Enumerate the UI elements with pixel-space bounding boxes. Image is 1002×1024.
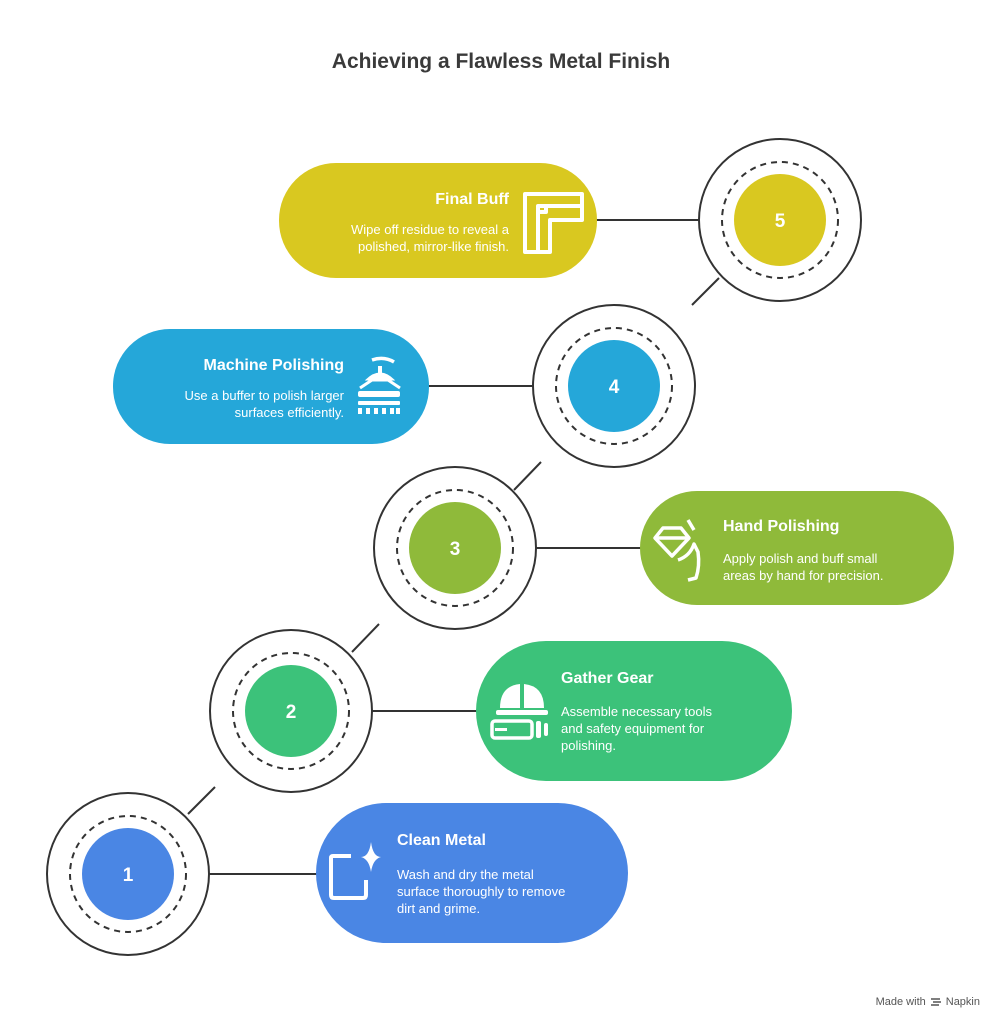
step-1: 1 Clean Metal Wash and dry the metal sur… (46, 792, 628, 956)
step-1-dashed-ring (69, 815, 187, 933)
step-4-desc-line-1: Use a buffer to polish larger (185, 388, 345, 403)
step-2-desc-line-1: Assemble necessary tools (561, 704, 713, 719)
step-2: 2 Gather Gear Assemble necessary tools a… (209, 629, 792, 793)
connector-1-2 (187, 786, 216, 815)
step-1-desc-line-3: dirt and grime. (397, 901, 480, 916)
step-2-card (476, 641, 792, 781)
pipe-corner-icon (523, 192, 584, 254)
step-5-number: 5 (775, 211, 786, 232)
step-1-desc-line-2: surface thoroughly to remove (397, 884, 565, 899)
step-1-title: Clean Metal (397, 832, 486, 849)
step-4-desc-line-2: surfaces efficiently. (235, 405, 344, 420)
connector-3-4 (513, 461, 542, 491)
step-4-dashed-ring (555, 327, 673, 445)
step-4-number-circle (568, 340, 660, 432)
step-4-number: 4 (609, 377, 620, 398)
tablet-sparkle-icon (329, 842, 381, 900)
step-2-desc-line-3: polishing. (561, 738, 616, 753)
step-5-card (279, 163, 597, 278)
step-2-number-circle (245, 665, 337, 757)
step-5-number-circle (734, 174, 826, 266)
page-title: Achieving a Flawless Metal Finish (331, 50, 671, 73)
step-2-title: Gather Gear (561, 670, 653, 687)
step-2-dashed-ring (232, 652, 350, 770)
hard-hat-tool-icon (490, 684, 548, 740)
step-5-title: Final Buff (435, 191, 509, 208)
step-4: 4 Machine Polishing Use a buffer to poli… (113, 304, 696, 468)
napkin-logo-icon (930, 998, 941, 1006)
step-5-desc-line-1: Wipe off residue to reveal a (351, 222, 510, 237)
step-3-number: 3 (450, 539, 461, 560)
step-1-desc-line-1: Wash and dry the metal (397, 867, 534, 882)
step-4-card (113, 329, 429, 444)
step-4-title: Machine Polishing (204, 357, 344, 374)
step-2-desc-line-2: and safety equipment for (561, 721, 705, 736)
step-1-number: 1 (123, 865, 134, 886)
step-3-card (640, 491, 954, 605)
connector-4-5 (691, 277, 720, 306)
step-3-desc-line-1: Apply polish and buff small (723, 551, 878, 566)
step-3-number-circle (409, 502, 501, 594)
buffer-machine-icon (358, 356, 401, 414)
step-5: 5 Final Buff Wipe off residue to reveal … (279, 138, 862, 302)
step-1-card (316, 803, 628, 943)
step-5-desc-line-2: polished, mirror-like finish. (358, 239, 509, 254)
credit-prefix: Made with (875, 996, 926, 1008)
step-3: 3 Hand Polishing Apply polish and buff s… (373, 466, 954, 630)
step-3-desc-line-2: areas by hand for precision. (723, 568, 883, 583)
step-3-title: Hand Polishing (723, 518, 839, 535)
step-3-dashed-ring (396, 489, 514, 607)
napkin-credit[interactable]: Made with Napkin (876, 996, 980, 1008)
hand-diamond-icon (653, 519, 701, 582)
step-2-number: 2 (286, 702, 297, 723)
credit-brand: Napkin (945, 996, 980, 1008)
connector-2-3 (351, 623, 380, 653)
step-5-dashed-ring (721, 161, 839, 279)
step-1-number-circle (82, 828, 174, 920)
